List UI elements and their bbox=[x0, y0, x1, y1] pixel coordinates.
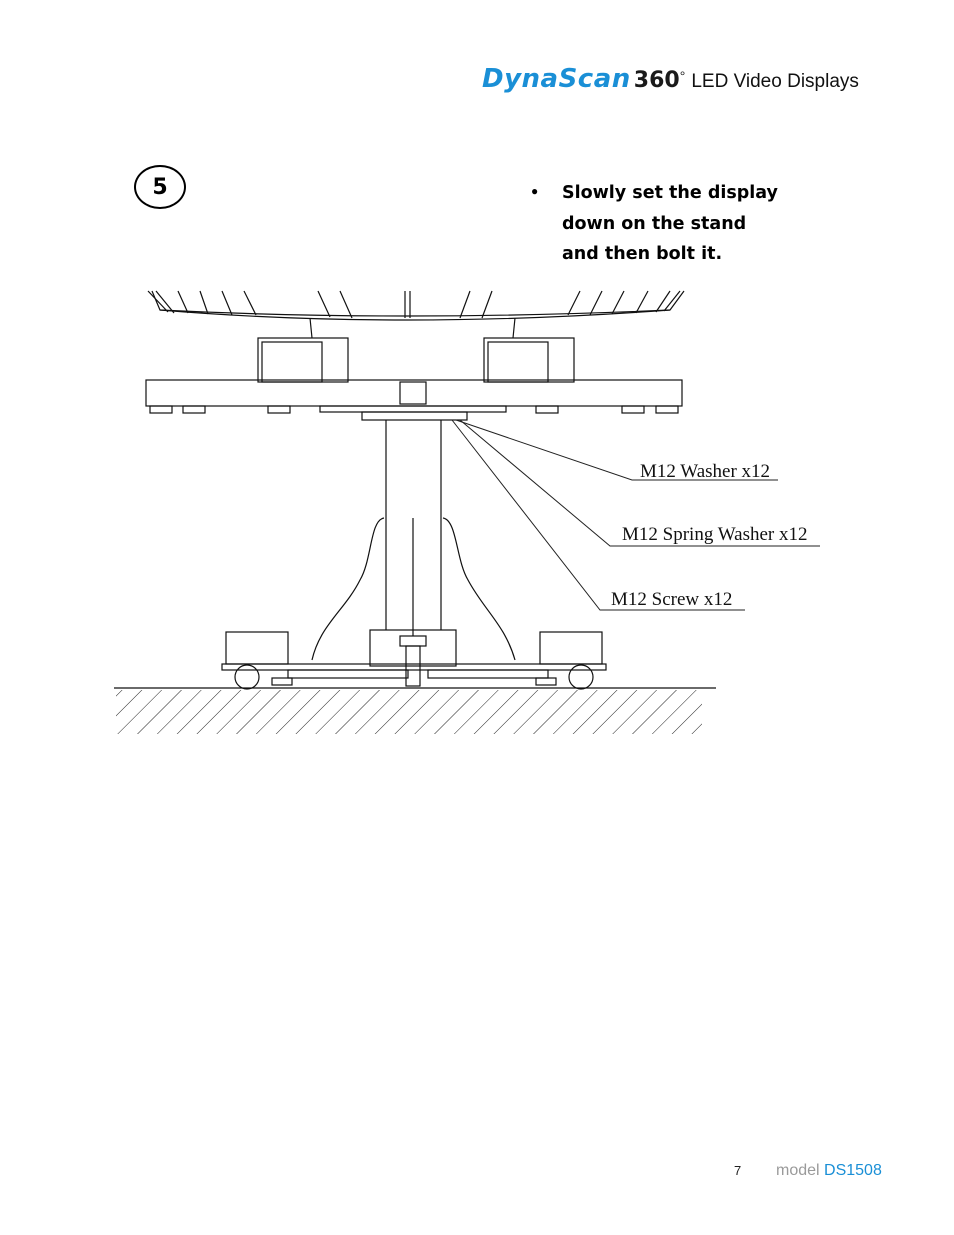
base-plate bbox=[221, 663, 607, 671]
callout-screw: M12 Screw x12 bbox=[611, 589, 732, 610]
bullet-icon: ● bbox=[531, 184, 539, 198]
callout-spring-washer: M12 Spring Washer x12 bbox=[622, 524, 807, 545]
page-number: 7 bbox=[734, 1163, 742, 1178]
right-caster-box bbox=[539, 631, 603, 665]
header-tagline: LED Video Displays bbox=[691, 71, 859, 92]
left-bracket bbox=[257, 337, 349, 383]
footer-model: model DS1508 bbox=[776, 1162, 882, 1180]
base-flare-right bbox=[442, 517, 516, 661]
mounting-plate bbox=[361, 411, 468, 421]
left-wheel bbox=[234, 664, 260, 690]
display-and-stand-drawing bbox=[114, 290, 716, 690]
display-underside bbox=[151, 290, 685, 321]
display-ribs bbox=[147, 290, 681, 319]
ground-hatch bbox=[116, 690, 702, 734]
crossbar-feet bbox=[149, 405, 679, 414]
brand-logo: DynaScan bbox=[482, 64, 631, 94]
callout-leaders bbox=[451, 419, 820, 611]
model-name: DS1508 bbox=[824, 1162, 882, 1179]
left-caster-box bbox=[225, 631, 289, 665]
model-prefix: model bbox=[776, 1162, 820, 1179]
center-block bbox=[399, 381, 427, 405]
brand-degree: ° bbox=[679, 68, 686, 84]
callout-washer: M12 Washer x12 bbox=[640, 461, 770, 482]
right-wheel bbox=[568, 664, 594, 690]
base-flare-left bbox=[311, 517, 385, 661]
brand-360: 360 bbox=[633, 68, 680, 93]
step-number-badge: 5 bbox=[134, 165, 186, 209]
step-number: 5 bbox=[152, 174, 168, 200]
instruction-text: Slowly set the display down on the stand… bbox=[562, 183, 778, 264]
page-header: DynaScan 360 ° LED Video Displays bbox=[482, 64, 859, 98]
right-bracket bbox=[483, 337, 575, 383]
mount-crossbar bbox=[145, 379, 683, 407]
instruction-item: ● Slowly set the display down on the sta… bbox=[531, 178, 791, 270]
